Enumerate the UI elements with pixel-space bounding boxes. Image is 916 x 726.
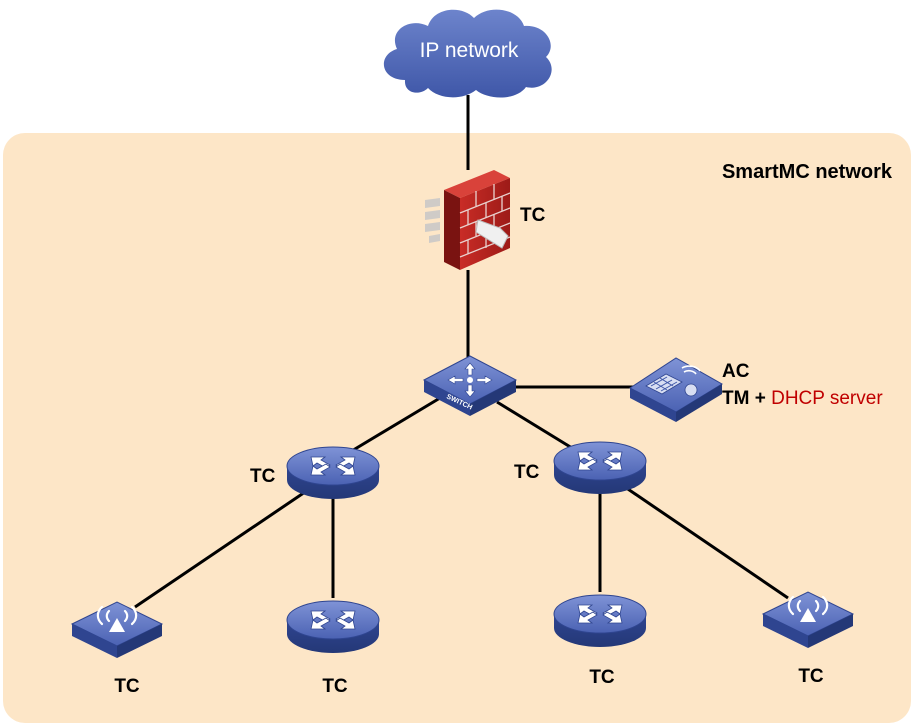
link-switch-right xyxy=(496,400,573,450)
smartmc-network-region xyxy=(3,133,911,723)
switch-bottom-left-label: TC xyxy=(322,676,348,697)
router-icon-left xyxy=(286,446,380,500)
link-switch-left xyxy=(349,396,441,454)
region-title: SmartMC network xyxy=(722,161,893,183)
ap-right-label: TC xyxy=(798,666,824,687)
router-icon-bottom-left xyxy=(286,600,380,654)
controller-label-dhcp: DHCP server xyxy=(771,388,883,409)
cloud-icon xyxy=(383,9,552,98)
controller-label-line1: AC xyxy=(722,361,750,382)
router-icon-bottom-right xyxy=(553,594,647,648)
controller-label-tm: TM + xyxy=(722,388,771,409)
ap-left-label: TC xyxy=(114,676,140,697)
link-right-ap xyxy=(621,483,789,600)
controller-label-line2: TM + DHCP server xyxy=(722,388,883,409)
access-controller-icon xyxy=(629,357,723,422)
network-links xyxy=(134,95,789,609)
firewall-label: TC xyxy=(520,205,546,226)
switch-right-label: TC xyxy=(514,462,540,483)
router-icon-right xyxy=(553,441,647,495)
layer3-switch-icon: SWITCH xyxy=(422,355,518,416)
firewall-icon xyxy=(425,170,511,270)
switch-bottom-right-label: TC xyxy=(589,667,615,688)
switch-left-label: TC xyxy=(250,466,276,487)
link-left-ap xyxy=(134,488,309,609)
cloud-label: IP network xyxy=(420,39,519,62)
